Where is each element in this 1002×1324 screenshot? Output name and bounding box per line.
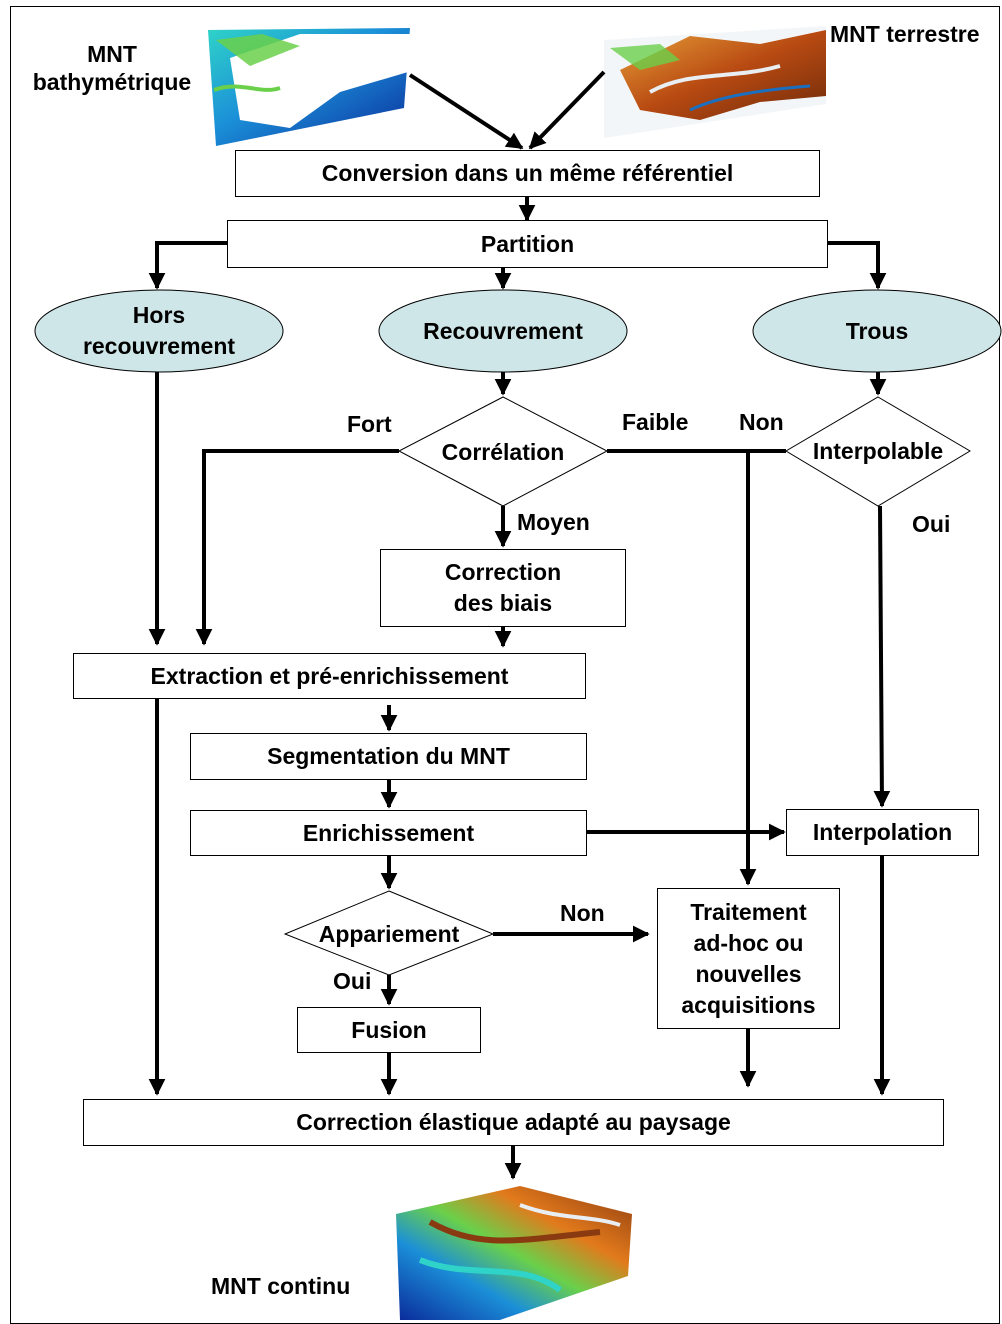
bathymetric-dem-image: [208, 28, 410, 146]
correction-biais-step: Correction des biais: [380, 549, 626, 627]
traitement-step: Traitement ad-hoc ou nouvelles acquisiti…: [657, 888, 840, 1029]
correction-elastique-step: Correction élastique adapté au paysage: [83, 1099, 944, 1146]
traitement-line1: Traitement: [690, 898, 807, 925]
bathy-label-line2: bathymétrique: [32, 69, 192, 95]
edge-label-oui-interpolable: Oui: [912, 511, 951, 537]
partition-step: Partition: [227, 220, 828, 268]
segmentation-step: Segmentation du MNT: [190, 733, 587, 780]
continuous-dem-label: MNT continu: [211, 1273, 351, 1299]
edge-correlation-faible: [607, 449, 757, 886]
enrichissement-step: Enrichissement: [190, 810, 587, 856]
edge-label-faible: Faible: [622, 409, 689, 435]
correction-biais-line1: Correction: [444, 559, 562, 585]
interpolable-text: Interpolable: [812, 437, 944, 464]
hors-line2: recouvrement: [82, 333, 236, 359]
fusion-step: Fusion: [297, 1007, 481, 1053]
edge-correlation-fort: [195, 449, 399, 646]
edge-label-oui-appariement: Oui: [333, 968, 372, 994]
extraction-step: Extraction et pré-enrichissement: [73, 653, 586, 699]
hors-recouvrement-text: Hors recouvrement: [59, 300, 259, 362]
edge-label-fort: Fort: [347, 411, 392, 437]
edge-label-non-interpolable: Non: [739, 409, 784, 435]
bathy-dem-label: MNT bathymétrique: [22, 40, 202, 96]
edge-terre-to-conversion: [528, 70, 606, 150]
trous-text: Trous: [845, 317, 909, 344]
traitement-line4: acquisitions: [681, 991, 816, 1018]
bathy-label-line1: MNT: [87, 41, 137, 67]
terrestrial-dem-image: [604, 26, 826, 138]
interpolation-step: Interpolation: [786, 809, 979, 856]
edge-partition-to-trous: [827, 241, 887, 290]
appariement-text: Appariement: [318, 920, 460, 947]
continuous-dem-image: [396, 1186, 632, 1320]
edge-label-moyen: Moyen: [517, 509, 590, 535]
traitement-line2: ad-hoc ou: [693, 929, 804, 956]
terrestrial-dem-label: MNT terrestre: [830, 21, 980, 47]
correction-biais-line2: des biais: [453, 590, 553, 616]
conversion-step: Conversion dans un même référentiel: [235, 150, 820, 197]
edge-interpolable-oui: [873, 505, 891, 808]
decision-interpolable-node: [785, 396, 971, 507]
edge-partition-to-hors: [148, 241, 227, 290]
hors-line1: Hors: [132, 302, 186, 328]
recouvrement-text: Recouvrement: [423, 317, 583, 344]
edge-bathy-to-conversion: [408, 73, 524, 150]
correlation-text: Corrélation: [441, 438, 565, 465]
traitement-line3: nouvelles: [695, 960, 802, 987]
edge-label-non-appariement: Non: [560, 900, 605, 926]
